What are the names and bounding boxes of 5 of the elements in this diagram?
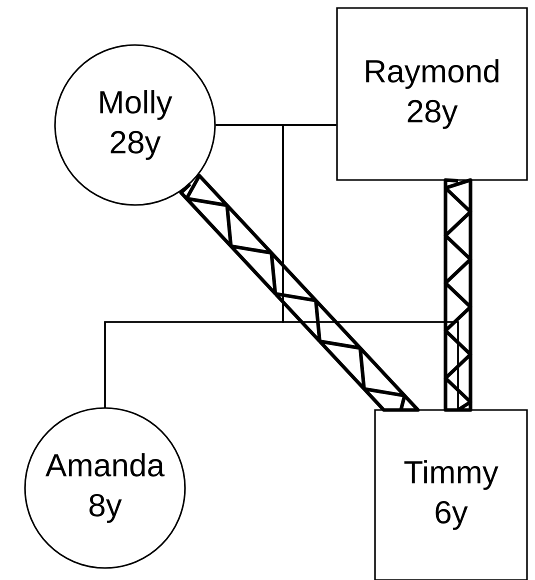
person-box: Raymond 28y — [336, 7, 528, 181]
child-line — [282, 124, 459, 410]
conflict-line — [179, 174, 420, 412]
conflict-line — [444, 178, 472, 412]
person-box: Timmy 6y — [374, 409, 528, 580]
